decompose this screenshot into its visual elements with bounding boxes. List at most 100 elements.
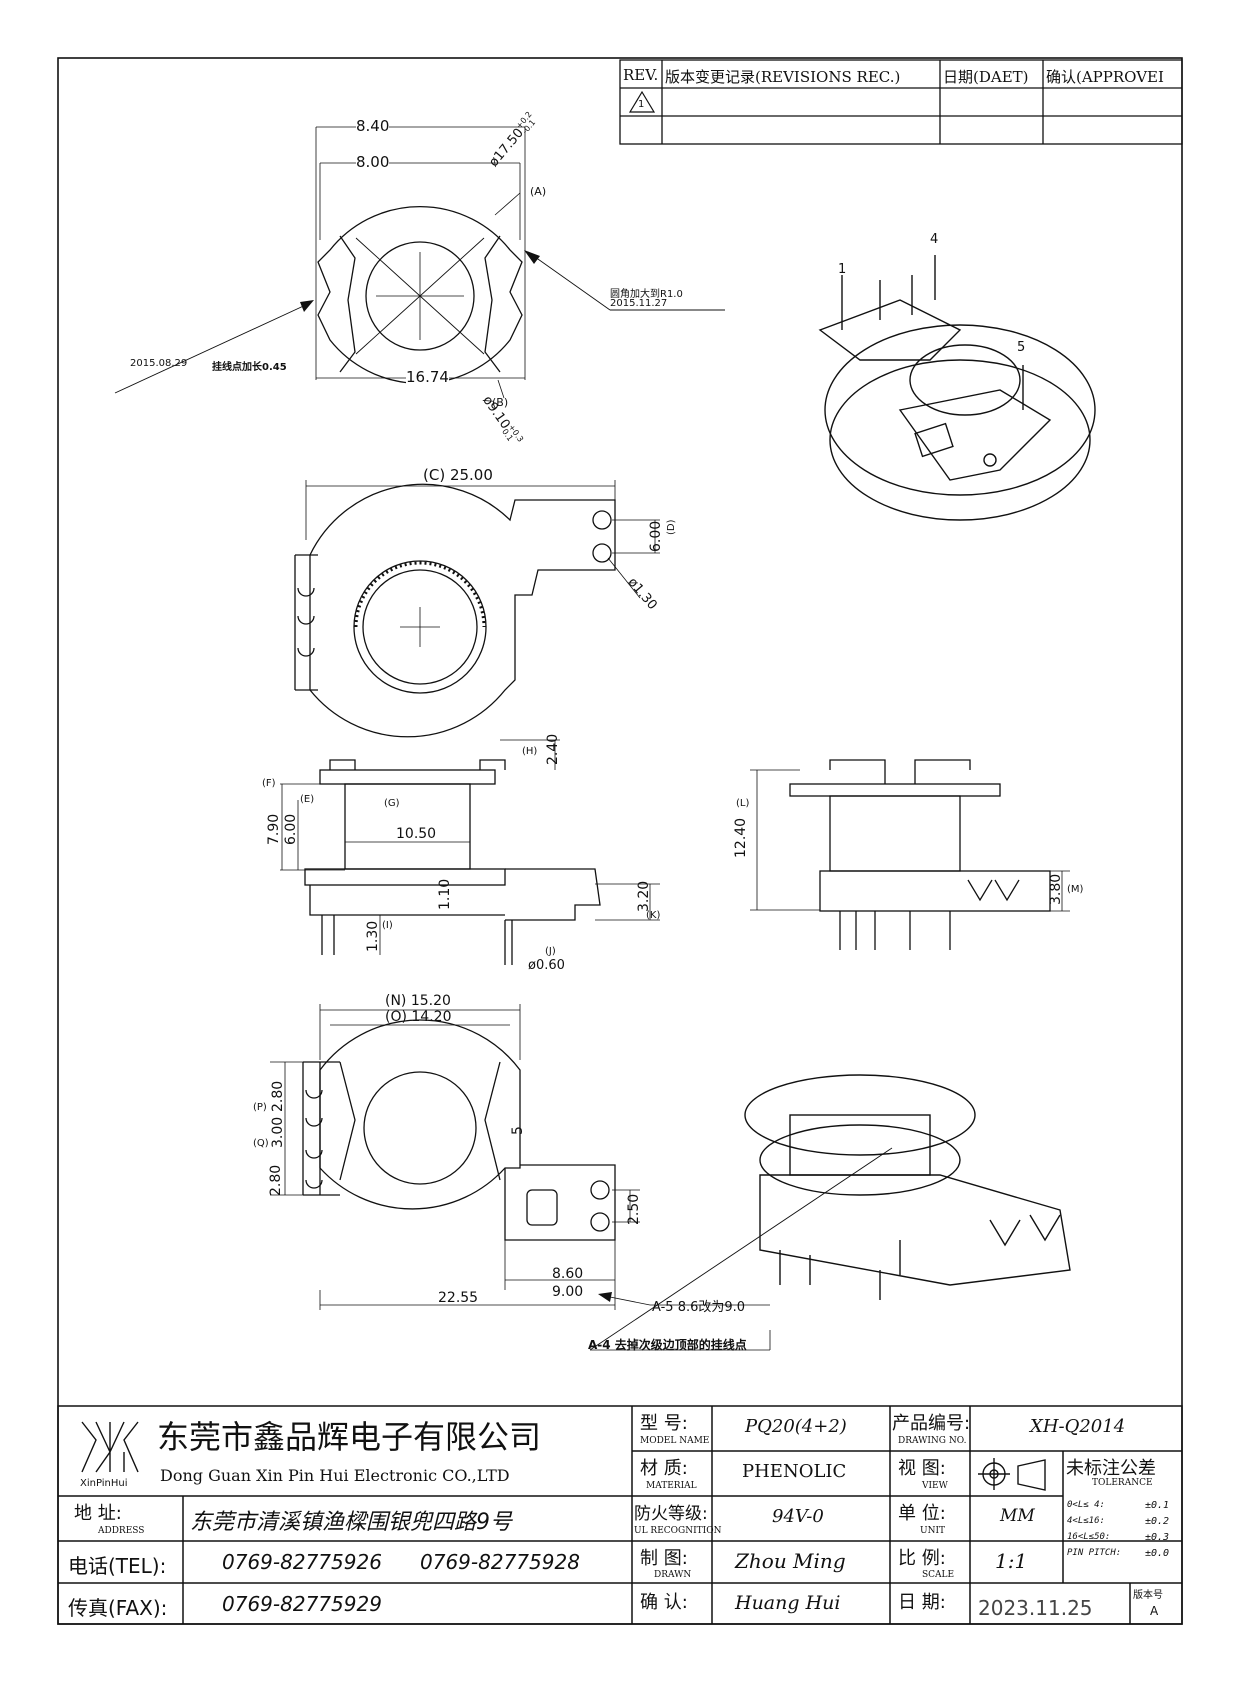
address-label-en: ADDRESS xyxy=(98,1526,145,1536)
label-l: (L) xyxy=(736,798,750,809)
drawn-value: Zhou Ming xyxy=(735,1549,846,1573)
label-q: (Q) xyxy=(253,1138,269,1149)
model-value: PQ20(4+2) xyxy=(745,1416,847,1437)
dim-2-50: 2.50 xyxy=(626,1193,642,1225)
tolerance-label-cn: 未标注公差 xyxy=(1066,1458,1156,1479)
note-a5: A-5 8.6改为9.0 xyxy=(652,1300,746,1315)
confirm-label: 确 认: xyxy=(640,1592,688,1613)
tolerance-value: ±0.0 xyxy=(1145,1548,1170,1559)
material-label-cn: 材 质: xyxy=(640,1458,688,1479)
pin-5-label: 5 xyxy=(510,1126,526,1135)
dim-o: (O) 14.20 xyxy=(385,1009,452,1025)
dim-6-00: 6.00 xyxy=(283,813,299,845)
dim-22-55: 22.55 xyxy=(438,1290,479,1306)
date-value: 2023.11.25 xyxy=(978,1596,1093,1620)
fire-value: 94V-0 xyxy=(772,1506,824,1527)
dim-10-50: 10.50 xyxy=(396,826,437,842)
model-label-en: MODEL NAME xyxy=(640,1436,710,1446)
dim-2-80-bottom: 2.80 xyxy=(268,1164,284,1196)
dim-1-30: 1.30 xyxy=(365,920,381,952)
drawing-no-label-cn: 产品编号: xyxy=(892,1413,971,1434)
label-k: (K) xyxy=(646,910,661,921)
dim-1-10: 1.10 xyxy=(437,878,453,910)
address-value: 东莞市清溪镇渔樑围银兜四路9号 xyxy=(190,1510,512,1535)
note-a4: A-4 去掉次级边顶部的挂线点 xyxy=(588,1338,747,1352)
version-value: A xyxy=(1150,1604,1159,1618)
date-header: 日期(DAET) xyxy=(943,68,1029,86)
date-label: 日 期: xyxy=(898,1592,946,1613)
tolerance-row: 4<L≤16: ±0.2 xyxy=(1067,1516,1179,1532)
label-g: (G) xyxy=(384,798,400,809)
revision-triangle-icon xyxy=(628,90,656,113)
label-e: (E) xyxy=(300,794,315,805)
tolerance-value: ±0.3 xyxy=(1145,1532,1170,1543)
dim-12-40: 12.40 xyxy=(733,817,749,858)
iso-pin-5: 5 xyxy=(1017,340,1026,355)
tolerance-range: 0<L≤ 4: xyxy=(1067,1500,1105,1510)
company-name-en: Dong Guan Xin Pin Hui Electronic CO.,LTD xyxy=(160,1466,510,1485)
drawing-no-value: XH-Q2014 xyxy=(1030,1416,1126,1437)
unit-label-en: UNIT xyxy=(920,1526,946,1536)
note-pin: 挂线点加长0.45 xyxy=(212,362,287,373)
dim-8-40: 8.40 xyxy=(356,117,390,135)
bottom-view xyxy=(294,480,660,738)
rev-header: REV. xyxy=(623,66,659,84)
front-view xyxy=(280,739,660,965)
scale-label-en: SCALE xyxy=(922,1570,955,1580)
scale-value: 1:1 xyxy=(995,1549,1028,1573)
confirm-value: Huang Hui xyxy=(735,1592,841,1614)
tolerance-label-en: TOLERANCE xyxy=(1092,1478,1153,1488)
dim-n: (N) 15.20 xyxy=(385,993,451,1009)
revision-mark: 1 xyxy=(638,99,645,110)
dia-0-60: ø0.60 xyxy=(528,958,565,973)
label-b: (B) xyxy=(492,396,509,409)
tel-2: 0769-82775928 xyxy=(420,1550,580,1574)
side-view xyxy=(750,759,1070,950)
view-label-cn: 视 图: xyxy=(898,1458,946,1479)
company-logo xyxy=(81,1421,139,1473)
dim-3-80: 3.80 xyxy=(1048,873,1064,905)
tolerance-value: ±0.2 xyxy=(1145,1516,1170,1527)
model-label-cn: 型 号: xyxy=(640,1413,688,1434)
view-label-en: VIEW xyxy=(922,1481,948,1491)
dim-8-60: 8.60 xyxy=(552,1266,584,1282)
projection-symbol-icon xyxy=(978,1458,1046,1491)
dim-d-value: 6.00 xyxy=(648,520,664,552)
label-p: (P) xyxy=(253,1102,267,1113)
dim-7-90: 7.90 xyxy=(266,813,282,845)
iso-pin-1: 1 xyxy=(838,262,847,277)
top-view-2 xyxy=(270,1004,771,1351)
fax-label: 传真(FAX): xyxy=(68,1596,168,1620)
label-m: (M) xyxy=(1067,884,1084,895)
tolerance-value: ±0.1 xyxy=(1145,1500,1170,1511)
label-a: (A) xyxy=(530,185,547,198)
isometric-view-1 xyxy=(818,255,1096,521)
tolerance-range: 4<L≤16: xyxy=(1067,1516,1105,1526)
dim-9-00: 9.00 xyxy=(552,1284,584,1300)
top-view xyxy=(114,126,725,399)
scale-label-cn: 比 例: xyxy=(898,1548,946,1569)
tolerance-row: 16<L≤50:±0.3 xyxy=(1067,1532,1179,1548)
dim-2-80-top: 2.80 xyxy=(270,1080,286,1112)
title-block-grid xyxy=(57,1405,1183,1625)
tolerance-range: PIN PITCH: xyxy=(1067,1548,1122,1558)
tolerance-row: 0<L≤ 4: ±0.1 xyxy=(1067,1500,1179,1516)
dim-16-74: 16.74 xyxy=(406,368,449,386)
fire-label-en: UL RECOGNITION xyxy=(634,1526,722,1536)
tolerance-row: PIN PITCH: ±0.0 xyxy=(1067,1548,1179,1564)
label-f: (F) xyxy=(262,778,276,789)
drawn-label-cn: 制 图: xyxy=(640,1548,688,1569)
revision-table xyxy=(619,59,1183,145)
material-label-en: MATERIAL xyxy=(646,1481,697,1491)
label-d: (D) xyxy=(666,519,677,535)
company-name-cn: 东莞市鑫品辉电子有限公司 xyxy=(157,1418,542,1456)
dim-8-00: 8.00 xyxy=(356,153,390,171)
a4-leader xyxy=(589,1147,893,1351)
material-value: PHENOLIC xyxy=(742,1461,847,1482)
fax-value: 0769-82775929 xyxy=(222,1592,382,1616)
unit-value: MM xyxy=(1000,1506,1035,1526)
drawn-label-en: DRAWN xyxy=(654,1570,692,1580)
dim-c: (C) 25.00 xyxy=(423,466,493,484)
dim-2-40: 2.40 xyxy=(545,733,561,765)
